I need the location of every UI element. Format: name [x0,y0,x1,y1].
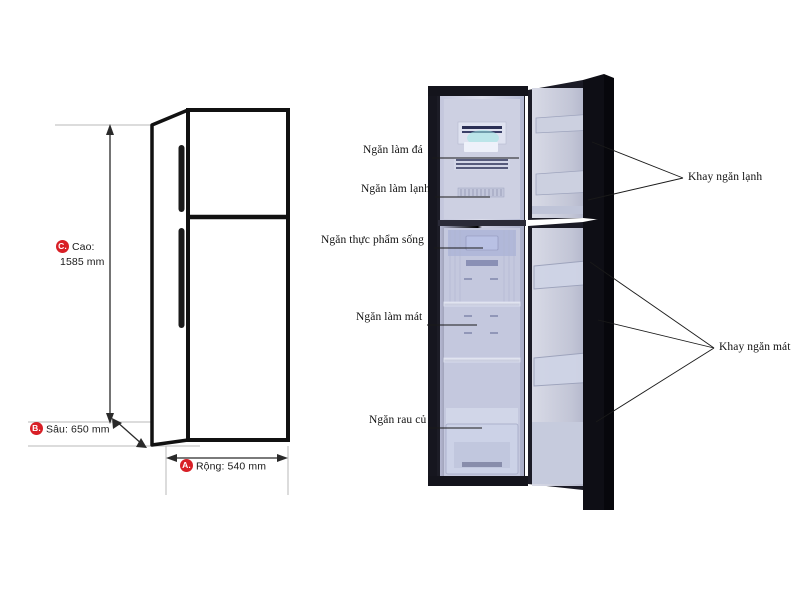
glass-shelf-1 [443,301,521,307]
callout-label-ngan-lam-mat: Ngăn làm mát [356,311,423,323]
height-label-text: Cao: [72,241,95,253]
fridge-door-outer [583,218,604,518]
height-dimension-label: C.Cao: 1585 mm [56,240,104,270]
back-wall-ribs [449,230,515,302]
width-label-text: Rộng: 540 mm [196,460,267,473]
refrigerator-photo [428,70,673,522]
dimension-drawing-svg [28,108,290,495]
callout-label-khay-ngan-lanh: Khay ngăn lạnh [688,171,763,183]
freezer-grille-lines [456,159,508,169]
freezer-floor-vent-slots [460,189,502,196]
door-outer-side [604,74,614,522]
depth-arrow-upleft [112,418,122,429]
control-panel [466,260,498,266]
ice-box [464,142,498,152]
depth-badge: B. [30,422,43,435]
leader-khay-ngan-lanh-b [587,177,684,201]
callout-label-ngan-lam-lanh: Ngăn làm lạnh [361,183,431,195]
depth-arrow-downright [136,438,147,448]
cabinet-top-edge [428,86,528,96]
leader-khay-ngan-mat-b [597,319,715,349]
crisper-lid [446,408,518,424]
glass-shelf-2 [443,357,521,363]
callout-label-khay-ngan-mat: Khay ngăn mát [719,341,791,353]
width-arrow-left [166,454,177,462]
vegetable-drawer-label [462,462,502,467]
dimension-diagram: C.Cao: 1585 mm B.Sâu: 650 mm A.Rộng: 540… [0,0,400,600]
width-badge: A. [180,459,193,472]
callout-label-ngan-rau-cu: Ngăn rau củ [369,414,427,426]
leader-khay-ngan-mat-c [595,347,715,423]
fridge-door-handle [178,228,185,328]
height-value-text: 1585 mm [60,256,105,269]
width-arrow-right [277,454,288,462]
height-badge: C. [56,240,69,253]
callout-label-ngan-thuc-pham-song: Ngăn thực phẩm sống [321,234,424,246]
callout-label-ngan-lam-da: Ngăn làm đá [363,144,423,156]
fresh-food-drawer-front [465,235,499,251]
depth-label-text: Sâu: 650 mm [46,423,110,436]
height-arrow-down [106,413,114,424]
fridge-front-face [186,108,290,442]
refrigerator-illustration-svg [428,74,614,522]
depth-dimension-label: B.Sâu: 650 mm [30,422,110,436]
height-arrow-up [106,124,114,135]
freezer-door-base [532,206,598,214]
freezer-door-outer [583,74,604,220]
leader-khay-ngan-lanh-a [591,141,684,179]
freezer-door-handle [178,145,185,212]
shelf-support-marks [464,278,498,334]
depth-dimension-line [115,420,144,446]
leader-khay-ngan-mat-a [589,261,715,349]
cabinet-bottom-edge [428,476,528,486]
compartment-divider [438,220,526,226]
width-dimension-label: A.Rộng: 540 mm [180,459,267,473]
ice-tray-stripe-1 [462,126,502,129]
